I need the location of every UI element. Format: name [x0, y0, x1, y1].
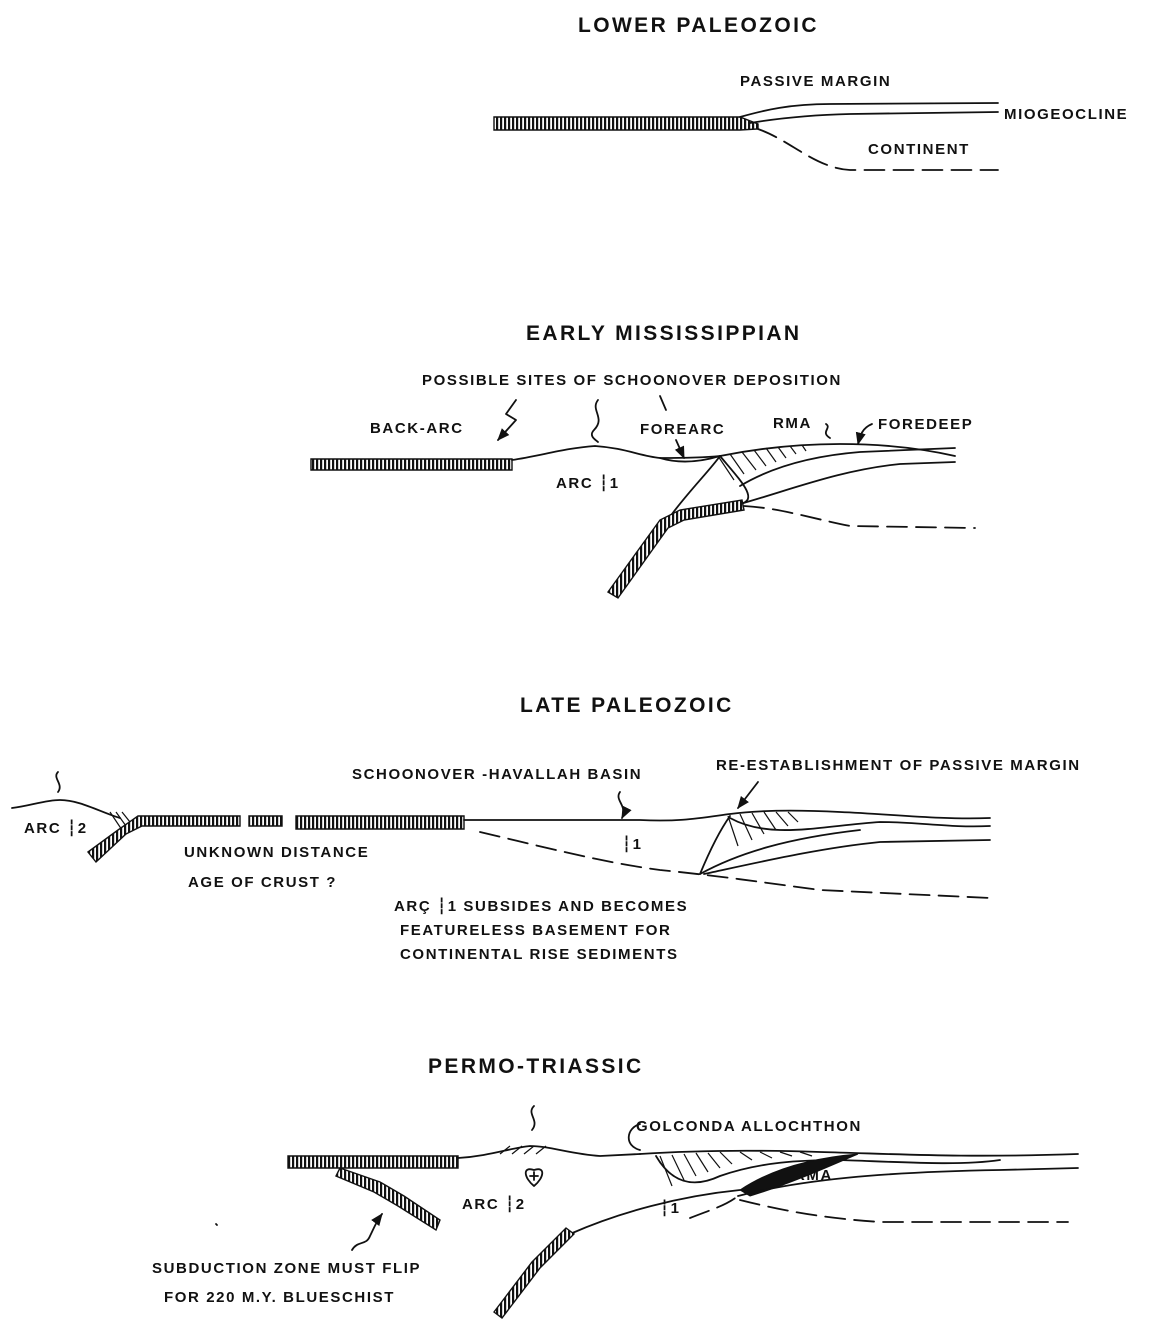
label-possible-sites: POSSIBLE SITES OF SCHOONOVER DEPOSITION	[422, 372, 842, 389]
miogeocline-base	[750, 112, 998, 123]
panel-permo-triassic: PERMO-TRIASSIC GOLCONDA ALLOCHTHON RMA A…	[152, 1055, 1078, 1318]
squiggle-forearc-site	[660, 396, 666, 410]
label-foredeep: FOREDEEP	[878, 416, 973, 433]
squiggle-basin-arrow	[618, 792, 623, 818]
continental-crust-boundary	[740, 1200, 1068, 1222]
margin-upper-surface	[740, 103, 998, 117]
flipped-subduction-slab	[336, 1168, 440, 1230]
back-arc-oceanic-crust	[311, 459, 512, 470]
panel-lower-paleozoic: LOWER PALEOZOIC PASSIVE MARGIN MIOGEOCLI…	[494, 14, 1128, 170]
allochthon-top	[640, 1151, 1078, 1156]
label-forearc: FOREARC	[640, 421, 725, 438]
arc1-upper	[570, 1190, 740, 1234]
label-reestablishment: RE-ESTABLISHMENT OF PASSIVE MARGIN	[716, 757, 1081, 774]
oceanic-crust	[288, 1156, 458, 1168]
panel-title: PERMO-TRIASSIC	[428, 1055, 644, 1078]
panel-late-paleozoic: LATE PALEOZOIC SCHOONOVER -HAVALLAH BASI…	[12, 694, 1081, 963]
label-unknown-distance: UNKNOWN DISTANCE	[184, 844, 369, 861]
subducting-slab	[608, 500, 744, 598]
pluton-plus	[530, 1172, 538, 1180]
arc1-root	[700, 816, 730, 874]
thrust-front	[740, 448, 955, 486]
panel-title: EARLY MISSISSIPPIAN	[526, 322, 802, 345]
thrust-front	[700, 830, 860, 874]
label-continent: CONTINENT	[868, 141, 970, 158]
continent-upper	[704, 840, 990, 874]
stray-mark	[216, 1224, 217, 1225]
continent-upper	[740, 462, 955, 504]
squiggle-arc2	[531, 1106, 534, 1130]
note-line-2: FEATURELESS BASEMENT FOR	[400, 922, 671, 939]
label-subduction-line-2: FOR 220 M.Y. BLUESCHIST	[164, 1289, 395, 1306]
arc1-basement-boundary	[690, 1196, 738, 1218]
squiggle-arc2	[56, 772, 59, 792]
squiggle-arrow-backarc	[498, 400, 516, 440]
wedge-base	[720, 456, 748, 504]
label-arc-1: ARC ┆1	[556, 474, 620, 492]
forearc-pointer-arrow	[676, 440, 684, 458]
continental-crust-boundary	[744, 506, 975, 528]
panel-early-mississippian: EARLY MISSISSIPPIAN POSSIBLE SITES OF SC…	[311, 322, 975, 598]
reestablishment-arrow	[738, 782, 758, 808]
note-line-1: ARÇ ┆1 SUBSIDES AND BECOMES	[394, 897, 688, 915]
label-miogeocline: MIOGEOCLINE	[1004, 106, 1128, 123]
arc2-surface	[12, 800, 120, 818]
squiggle-subduction-arrow	[352, 1214, 382, 1250]
oceanic-crust-segment-3	[296, 816, 464, 829]
arc2-surface	[458, 1146, 640, 1158]
oceanic-crust-slab	[494, 117, 758, 130]
label-basin: SCHOONOVER -HAVALLAH BASIN	[352, 766, 642, 783]
label-arc-2: ARC ┆2	[24, 819, 88, 837]
subducting-slab	[494, 1228, 574, 1318]
panel-title: LOWER PALEOZOIC	[578, 14, 819, 37]
rma-pointer-arrow	[826, 424, 830, 438]
label-back-arc: BACK-ARC	[370, 420, 464, 437]
label-passive-margin: PASSIVE MARGIN	[740, 73, 891, 90]
label-arc-1: ┆1	[622, 835, 643, 853]
label-arc-2: ARC ┆2	[462, 1195, 526, 1213]
panel-title: LATE PALEOZOIC	[520, 694, 734, 717]
oceanic-crust-segment-2	[249, 816, 282, 826]
label-golconda-allochthon: GOLCONDA ALLOCHTHON	[636, 1118, 862, 1135]
label-subduction-line-1: SUBDUCTION ZONE MUST FLIP	[152, 1260, 421, 1277]
squiggle-arc-site	[592, 400, 599, 442]
foredeep-pointer-arrow	[858, 424, 872, 444]
note-line-3: CONTINENTAL RISE SEDIMENTS	[400, 946, 679, 963]
label-rma: RMA	[773, 415, 812, 432]
label-age-of-crust: AGE OF CRUST ?	[188, 874, 337, 891]
